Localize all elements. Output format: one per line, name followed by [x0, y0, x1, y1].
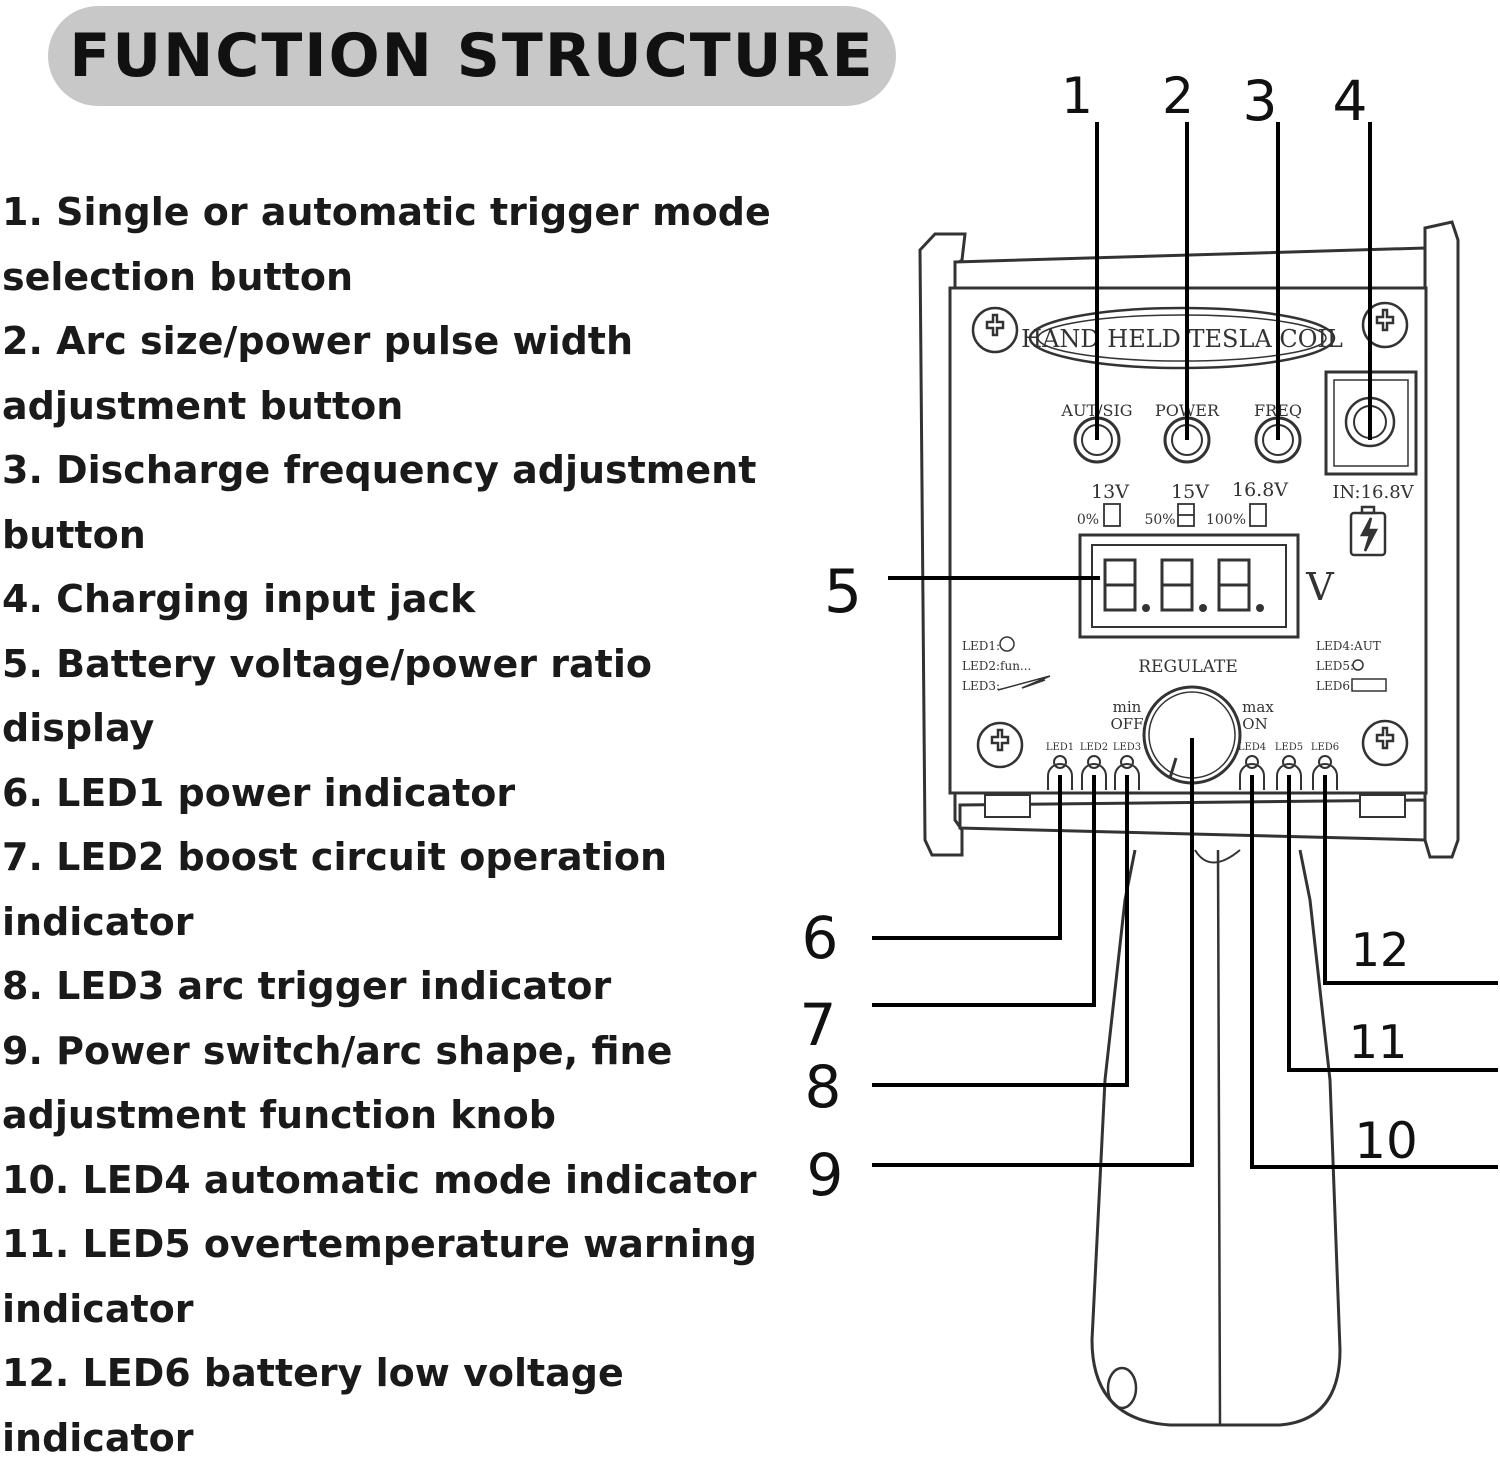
title-banner: FUNCTION STRUCTURE [48, 6, 896, 106]
callout-number: 2 [1162, 67, 1194, 125]
voltage-label: 16.8V [1232, 479, 1288, 501]
list-item: 4. Charging input jack [2, 577, 476, 621]
page-title: FUNCTION STRUCTURE [69, 21, 875, 91]
led-label: LED6 [1311, 742, 1339, 753]
battery-charge-icon [1349, 505, 1387, 557]
battery-level-label: 50% [1144, 512, 1175, 528]
led-label: LED3 [1113, 742, 1141, 753]
knob-off-label: OFF [1110, 715, 1143, 733]
callout-number: 10 [1354, 1112, 1418, 1170]
led-icon [1087, 755, 1101, 769]
voltage-scale: 13V 15V 16.8V 0% 50% 100% [1077, 479, 1288, 528]
callout-number: 12 [1351, 923, 1410, 977]
led-row: LED1 LED2 LED3 LED4 LED5 LED6 [1046, 742, 1339, 753]
list-item: 10. LED4 automatic mode indicator [2, 1157, 757, 1202]
voltage-display: V [1078, 533, 1334, 639]
device-handle [1090, 849, 1342, 1427]
function-list: 1. Single or automatic trigger mode sele… [2, 180, 812, 1470]
list-item: 9. Power switch/arc shape, fine adjustme… [2, 1028, 673, 1138]
legend-text: LED6: [1316, 679, 1354, 693]
arc-icon [997, 675, 1051, 691]
list-item: 3. Discharge frequency adjustment button [2, 448, 757, 557]
list-item: 2. Arc size/power pulse width adjustment… [2, 319, 634, 428]
regulate-label: REGULATE [1138, 657, 1238, 677]
callout-number: 7 [800, 991, 837, 1059]
screw-icon [976, 721, 1024, 769]
callout-lines [872, 122, 1498, 1169]
callout-number: 11 [1349, 1015, 1408, 1069]
list-item: 1. Single or automatic trigger mode sele… [2, 190, 771, 299]
voltage-label: 15V [1171, 481, 1209, 503]
knob-max-label: max [1242, 698, 1274, 716]
device-logo: HAND HELD TESLA COIL [1021, 306, 1343, 370]
knob-min-label: min [1113, 698, 1142, 716]
knob-on-label: ON [1242, 715, 1267, 733]
battery-level-label: 100% [1206, 512, 1246, 528]
input-label: IN:16.8V [1332, 482, 1414, 503]
led-icon [1318, 755, 1332, 769]
device-diagram: HAND HELD TESLA COIL AUT/SIG POWER FREQ … [800, 67, 1498, 1427]
list-item: 6. LED1 power indicator [2, 770, 516, 815]
device-top-bar [953, 246, 1427, 292]
led-indicators [1047, 755, 1338, 790]
low-battery-icon [1351, 678, 1387, 692]
screw-icon [971, 306, 1019, 354]
callout-number: 4 [1333, 69, 1368, 133]
led-icon [1282, 755, 1296, 769]
list-item: 11. LED5 overtemperature warning indicat… [2, 1222, 757, 1331]
screw-icon [1361, 719, 1409, 767]
legend-text: LED1: [962, 639, 1000, 653]
legend-text: LED4:AUT [1316, 639, 1381, 653]
callout-number: 3 [1243, 69, 1278, 133]
led-legend-left: LED1: LED2:fun... LED3: [962, 636, 1051, 693]
callout-number: 6 [802, 904, 839, 972]
led-label: LED5 [1275, 742, 1303, 753]
legend-text: LED2:fun... [962, 659, 1031, 673]
screw-icon [1361, 301, 1409, 349]
logo-text: HAND HELD TESLA COIL [1021, 325, 1343, 353]
callout-number: 9 [807, 1141, 844, 1209]
led-label: LED2 [1080, 742, 1108, 753]
led-label: LED1 [1046, 742, 1074, 753]
battery-level-label: 0% [1077, 512, 1099, 528]
callout-number: 8 [805, 1053, 842, 1121]
led-icon [1053, 755, 1067, 769]
power-icon [999, 636, 1015, 652]
led-label: LED4 [1238, 742, 1266, 753]
list-item: 5. Battery voltage/power ratio display [2, 641, 652, 751]
led-icon [1120, 755, 1134, 769]
legend-text: LED3: [962, 679, 1000, 693]
temperature-icon [1352, 659, 1364, 671]
voltage-label: 13V [1091, 481, 1129, 503]
callout-number: 5 [824, 557, 862, 627]
led-icon [1245, 755, 1259, 769]
display-unit: V [1305, 565, 1334, 609]
list-item: 8. LED3 arc trigger indicator [2, 964, 612, 1008]
list-item: 7. LED2 boost circuit operation indicato… [2, 835, 668, 944]
callout-number: 1 [1061, 67, 1093, 125]
led-legend-right: LED4:AUT LED5: LED6: [1316, 639, 1387, 693]
callout-numbers: 1 2 3 4 5 6 7 8 9 10 11 12 [800, 67, 1418, 1209]
battery-level-icon [1103, 503, 1267, 527]
legend-text: LED5: [1316, 659, 1354, 673]
